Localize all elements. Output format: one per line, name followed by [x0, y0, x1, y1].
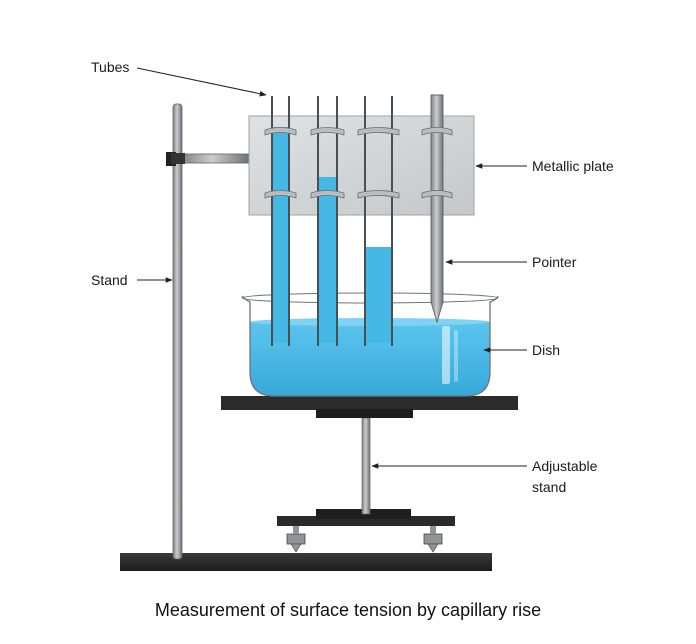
- dish-liquid: [250, 322, 490, 396]
- dish-glass: [241, 295, 499, 397]
- tubes-arrow: [136, 67, 267, 97]
- base-plate: [120, 553, 492, 571]
- label-tubes: Tubes: [91, 59, 129, 75]
- screw-right: [423, 533, 443, 545]
- clip: [264, 127, 297, 136]
- clip: [421, 127, 453, 136]
- screw-left: [286, 533, 306, 545]
- tube-2: [317, 96, 338, 346]
- label-arrows: [136, 67, 527, 469]
- clip: [310, 190, 345, 199]
- adjustable-rod: [361, 417, 371, 515]
- clips: [264, 127, 453, 199]
- label-adjustable-stand-line1: Adjustable: [532, 458, 598, 474]
- pointer: [430, 94, 444, 324]
- clip: [310, 127, 345, 136]
- clip: [264, 190, 297, 199]
- tube-1: [271, 96, 290, 346]
- tubes: [271, 96, 393, 346]
- lower-platform: [277, 516, 455, 526]
- clip: [357, 127, 400, 136]
- label-pointer: Pointer: [532, 254, 577, 270]
- label-dish: Dish: [532, 342, 560, 358]
- tube-3: [364, 96, 393, 346]
- label-adjustable-stand-line2: stand: [532, 479, 566, 495]
- upper-platform: [221, 396, 518, 410]
- stand: [120, 103, 492, 571]
- label-stand: Stand: [91, 272, 128, 288]
- stand-rod: [172, 103, 183, 560]
- clip: [421, 190, 453, 199]
- clamp-arm: [180, 153, 250, 164]
- pointer-rod: [430, 94, 444, 324]
- label-metallic-plate: Metallic plate: [532, 158, 614, 174]
- figure-caption: Measurement of surface tension by capill…: [155, 600, 541, 620]
- adjustable-stand: [221, 396, 518, 553]
- clip: [357, 190, 400, 199]
